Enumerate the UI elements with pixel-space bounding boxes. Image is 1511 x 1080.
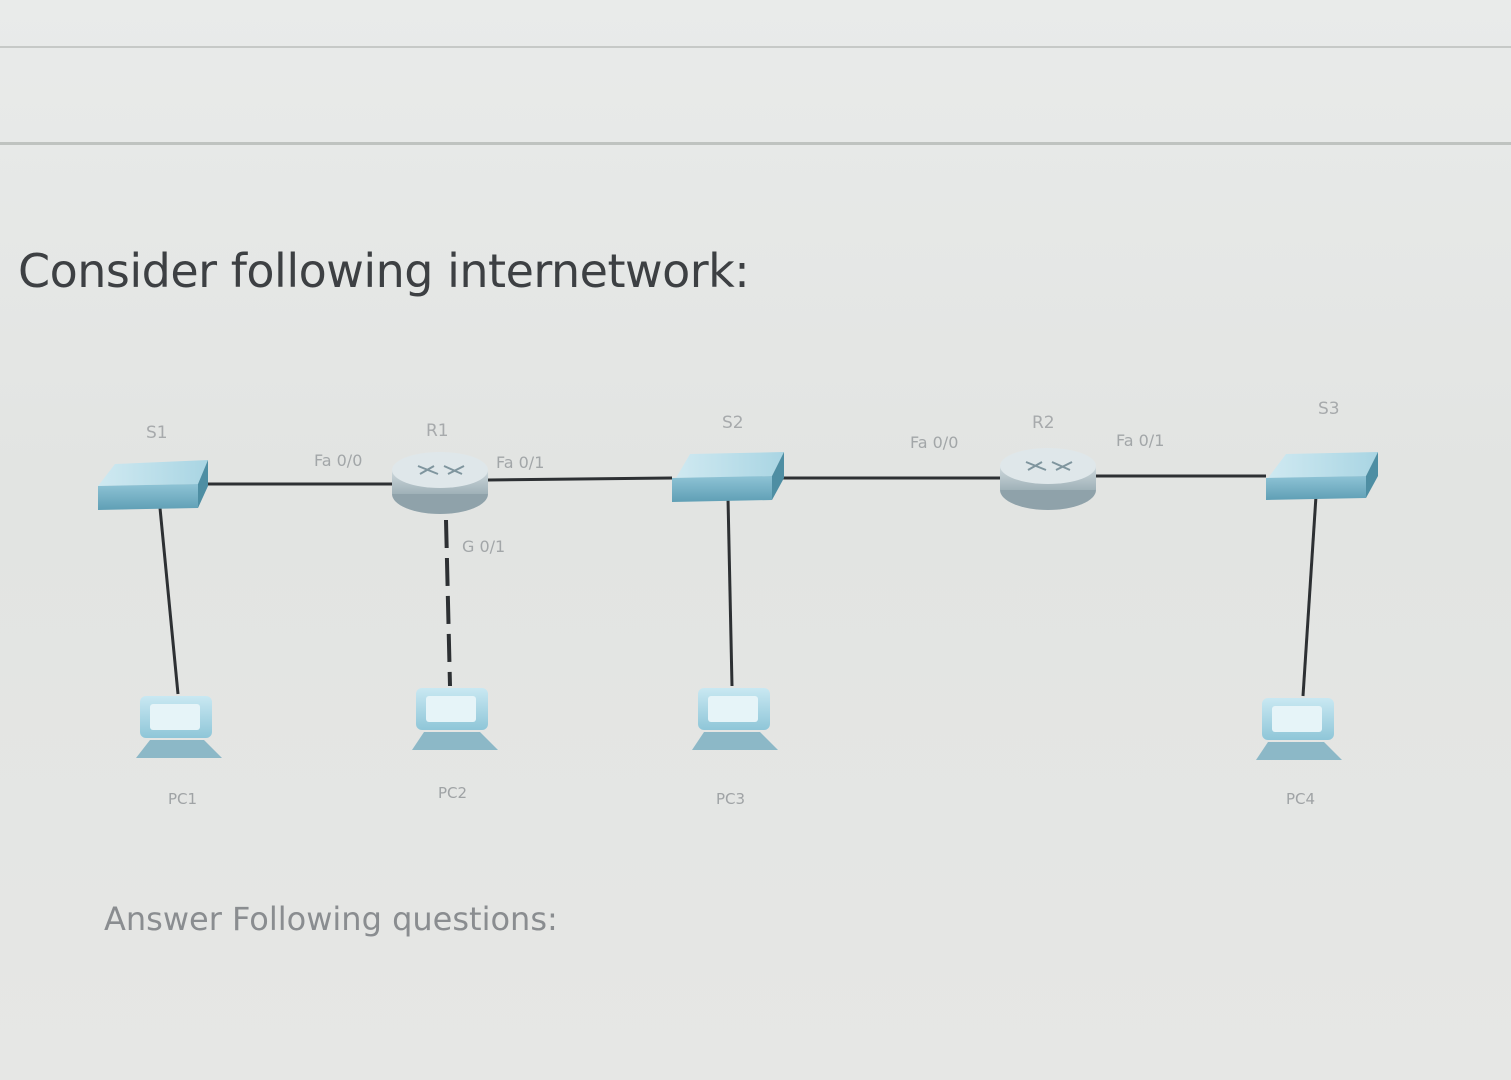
router-icon: [1000, 448, 1096, 510]
pc-icon: [692, 688, 778, 750]
device-label-r1: R1: [426, 421, 449, 441]
pc-icon: [1256, 698, 1342, 760]
device-label-s2: S2: [722, 413, 744, 433]
port-label-r2-fa00: Fa 0/0: [910, 433, 958, 452]
pc-icon: [412, 688, 498, 750]
switch-icon: [1266, 452, 1378, 500]
link-r1-s2: [487, 476, 673, 482]
switch-icon: [98, 460, 208, 510]
pc-label-pc2: PC2: [438, 784, 467, 802]
port-label-r1-fa00: Fa 0/0: [314, 451, 362, 470]
router-icon: [392, 452, 488, 514]
port-label-r1-g01: G 0/1: [462, 537, 505, 556]
pc-label-pc3: PC3: [716, 790, 745, 808]
device-label-r2: R2: [1032, 413, 1055, 433]
switch-icon: [672, 452, 784, 502]
top-divider: [0, 46, 1511, 48]
device-label-s3: S3: [1318, 399, 1340, 419]
answer-prompt: Answer Following questions:: [104, 900, 558, 938]
pc-label-pc4: PC4: [1286, 790, 1315, 808]
pc-label-pc1: PC1: [168, 790, 197, 808]
link-r1-pc2: [444, 519, 452, 687]
pc-icon: [136, 696, 222, 758]
port-label-r2-fa01: Fa 0/1: [1116, 431, 1164, 450]
link-s2-pc3: [726, 497, 734, 687]
device-label-s1: S1: [146, 423, 168, 443]
header-divider: [0, 142, 1511, 145]
link-s3-pc4: [1301, 495, 1318, 697]
port-label-r1-fa01: Fa 0/1: [496, 453, 544, 472]
link-s1-pc1: [158, 507, 180, 695]
question-heading: Consider following internetwork:: [18, 244, 750, 298]
